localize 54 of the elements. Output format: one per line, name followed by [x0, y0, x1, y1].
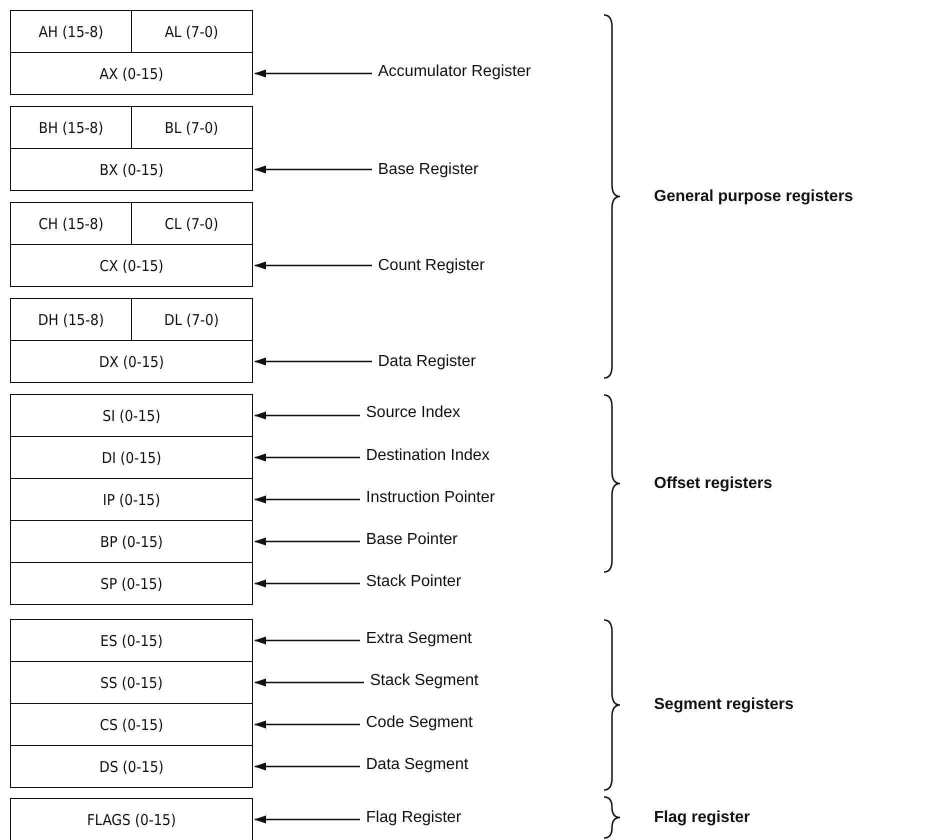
group-label: Offset registers — [654, 474, 772, 494]
register-description: Source Index — [366, 403, 460, 423]
register-description: Accumulator Register — [378, 62, 531, 82]
arrow — [254, 580, 360, 588]
arrow — [254, 166, 372, 174]
register-cell: CX (0-15) — [10, 244, 253, 287]
register-cell: IP (0-15) — [10, 478, 253, 521]
register-description: Destination Index — [366, 446, 490, 466]
register-cell: SP (0-15) — [10, 562, 253, 605]
register-cell: AL (7-0) — [130, 10, 252, 53]
group-label: Segment registers — [654, 695, 794, 715]
group-label: General purpose registers — [654, 186, 854, 206]
arrow — [254, 70, 372, 78]
register-cell: CS (0-15) — [10, 703, 253, 746]
register-cell: CH (15-8) — [10, 202, 132, 245]
register-cell: BP (0-15) — [10, 520, 253, 563]
register-cell: DS (0-15) — [10, 745, 253, 788]
register-cell: BX (0-15) — [10, 148, 253, 191]
register-description: Data Register — [378, 352, 476, 372]
arrow — [254, 762, 360, 770]
arrow — [254, 636, 360, 644]
register-cell: DX (0-15) — [10, 340, 253, 383]
register-cell: ES (0-15) — [10, 619, 253, 662]
register-description: Extra Segment — [366, 629, 472, 649]
arrow — [254, 454, 360, 462]
register-cell: DH (15-8) — [10, 298, 132, 341]
register-description: Data Segment — [366, 755, 468, 775]
register-description: Flag Register — [366, 808, 462, 828]
register-cell: SI (0-15) — [10, 394, 253, 437]
register-description: Stack Pointer — [366, 572, 462, 592]
register-description: Instruction Pointer — [366, 488, 495, 508]
register-cell: DI (0-15) — [10, 436, 253, 479]
arrow — [254, 496, 360, 504]
register-description: Base Pointer — [366, 530, 458, 550]
register-description: Code Segment — [366, 713, 473, 733]
arrow — [254, 262, 372, 270]
register-cell: AH (15-8) — [10, 10, 132, 53]
register-description: Count Register — [378, 256, 485, 276]
register-description: Stack Segment — [370, 671, 478, 691]
register-cell: BH (15-8) — [10, 106, 132, 149]
group-label: Flag register — [654, 808, 750, 828]
register-cell: AX (0-15) — [10, 52, 253, 95]
register-cell: CL (7-0) — [130, 202, 252, 245]
arrow — [254, 538, 360, 546]
register-cell: FLAGS (0-15) — [10, 798, 253, 840]
register-description: Base Register — [378, 160, 478, 180]
arrow — [254, 358, 372, 366]
register-cell: DL (7-0) — [130, 298, 252, 341]
arrow — [254, 412, 360, 420]
arrow — [254, 720, 360, 728]
register-cell: SS (0-15) — [10, 661, 253, 704]
arrow — [254, 816, 360, 824]
arrow — [254, 678, 364, 686]
register-cell: BL (7-0) — [130, 106, 252, 149]
